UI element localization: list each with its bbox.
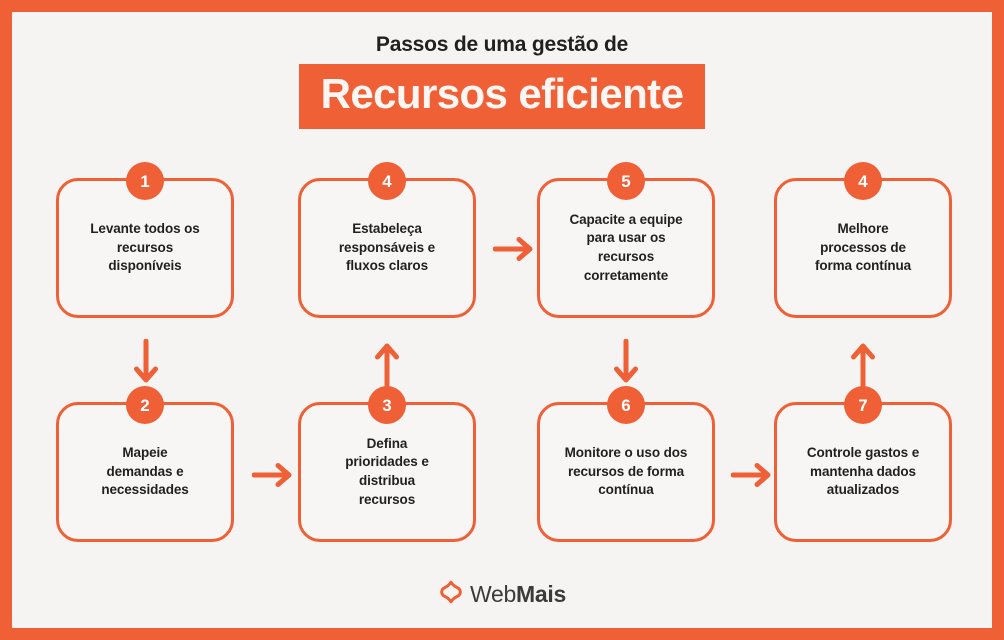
step-number-badge: 6 bbox=[607, 386, 645, 424]
step-card-text: Levante todos os recursos disponíveis bbox=[90, 221, 200, 274]
step-number-badge: 4 bbox=[844, 162, 882, 200]
infographic-canvas: Passos de uma gestão de Recursos eficien… bbox=[12, 12, 992, 628]
brand-logo: WebMais bbox=[12, 579, 992, 610]
arrow-up-icon-step3-to-step4 bbox=[374, 339, 400, 387]
arrow-right-icon-step6-to-step7 bbox=[731, 462, 773, 488]
step-card-5[interactable]: 5 Capacite a equipe para usar os recurso… bbox=[537, 162, 715, 318]
arrow-right-icon-step2-to-step3 bbox=[252, 462, 294, 488]
logo-wordmark: WebMais bbox=[470, 583, 566, 606]
title-highlight-band: Recursos eficiente bbox=[298, 64, 706, 130]
step-card-6[interactable]: 6 Monitore o uso dos recursos de forma c… bbox=[537, 386, 715, 542]
step-number-badge: 7 bbox=[844, 386, 882, 424]
step-card-1[interactable]: 1 Levante todos os recursos disponíveis bbox=[56, 162, 234, 318]
step-card-3[interactable]: 3 Defina prioridades e distribua recurso… bbox=[298, 386, 476, 542]
step-number-badge: 3 bbox=[368, 386, 406, 424]
arrow-down-icon-step1-to-step2 bbox=[133, 339, 159, 387]
step-card-text: Controle gastos e mantenha dados atualiz… bbox=[806, 445, 920, 498]
step-number-badge: 1 bbox=[126, 162, 164, 200]
step-number-badge: 5 bbox=[607, 162, 645, 200]
step-card-2[interactable]: 2 Mapeie demandas e necessidades bbox=[56, 386, 234, 542]
step-card-8[interactable]: 4 Melhore processos de forma contínua bbox=[774, 162, 952, 318]
step-number-badge: 2 bbox=[126, 386, 164, 424]
step-card-text: Monitore o uso dos recursos de forma con… bbox=[564, 445, 688, 498]
arrow-right-icon-step4-to-step5 bbox=[493, 236, 535, 262]
arrow-up-icon-step7-to-step8 bbox=[850, 339, 876, 387]
step-card-text: Mapeie demandas e necessidades bbox=[101, 445, 189, 498]
steps-flow-diagram: 1 Levante todos os recursos disponíveis … bbox=[12, 12, 992, 628]
step-card-4[interactable]: 4 Estabeleça responsáveis e fluxos claro… bbox=[298, 162, 476, 318]
header-kicker: Passos de uma gestão de bbox=[375, 33, 629, 56]
logo-text-mais: Mais bbox=[516, 581, 566, 607]
logo-text-web: Web bbox=[470, 581, 517, 607]
webmais-diamond-icon bbox=[438, 579, 464, 610]
step-card-text: Melhore processos de forma contínua bbox=[814, 221, 912, 274]
step-card-text: Capacite a equipe para usar os recursos … bbox=[569, 211, 683, 283]
step-card-text: Estabeleça responsáveis e fluxos claros bbox=[338, 221, 436, 274]
step-card-7[interactable]: 7 Controle gastos e mantenha dados atual… bbox=[774, 386, 952, 542]
step-number-badge: 4 bbox=[368, 162, 406, 200]
header: Passos de uma gestão de Recursos eficien… bbox=[12, 12, 992, 130]
step-card-text: Defina prioridades e distribua recursos bbox=[345, 435, 429, 507]
page-title: Recursos eficiente bbox=[320, 70, 684, 118]
arrow-down-icon-step5-to-step6 bbox=[613, 339, 639, 387]
